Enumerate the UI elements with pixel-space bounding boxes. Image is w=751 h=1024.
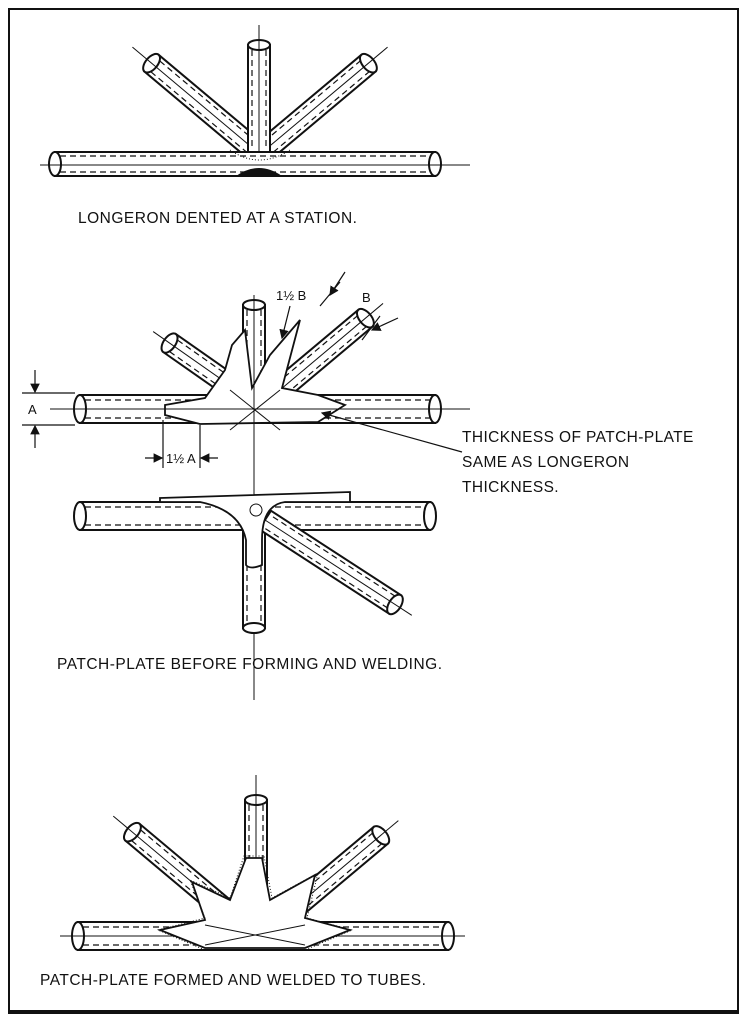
figure-2-patch-plate-layout: A 1½ A 1½ B B THICKNESS OF PATCH-PLATE S… (22, 271, 694, 700)
fig1-right-diagonal-tube (256, 46, 388, 160)
callout-line-2: SAME AS LONGERON (462, 454, 629, 471)
callout-line-1: THICKNESS OF PATCH-PLATE (462, 429, 694, 446)
dim-one-half-a-label: 1½ A (166, 451, 196, 466)
fig1-longeron-tube (40, 151, 470, 177)
weld-bead (156, 855, 354, 951)
dent-mark (236, 168, 282, 176)
caption-dented-longeron: LONGERON DENTED AT A STATION. (78, 210, 358, 227)
bottom-rule (8, 1012, 739, 1014)
callout-line-3: THICKNESS. (462, 479, 559, 496)
figure-3-welded-patch (60, 775, 465, 951)
patch-plate-flat (164, 319, 348, 425)
dim-a-label: A (28, 402, 37, 417)
dim-one-half-b-label: 1½ B (276, 288, 306, 303)
dim-b-label: B (362, 290, 371, 305)
caption-patch-plate-formed: PATCH-PLATE FORMED AND WELDED TO TUBES. (40, 972, 427, 989)
fig1-vertical-tube (247, 25, 271, 170)
patch-plate-folded (159, 491, 351, 569)
figure-1-dented-longeron (40, 25, 470, 177)
fig2-lower-diagonal-tube (257, 509, 413, 616)
caption-patch-plate-before: PATCH-PLATE BEFORE FORMING AND WELDING. (57, 656, 443, 673)
fig1-left-diagonal-tube (132, 46, 264, 160)
